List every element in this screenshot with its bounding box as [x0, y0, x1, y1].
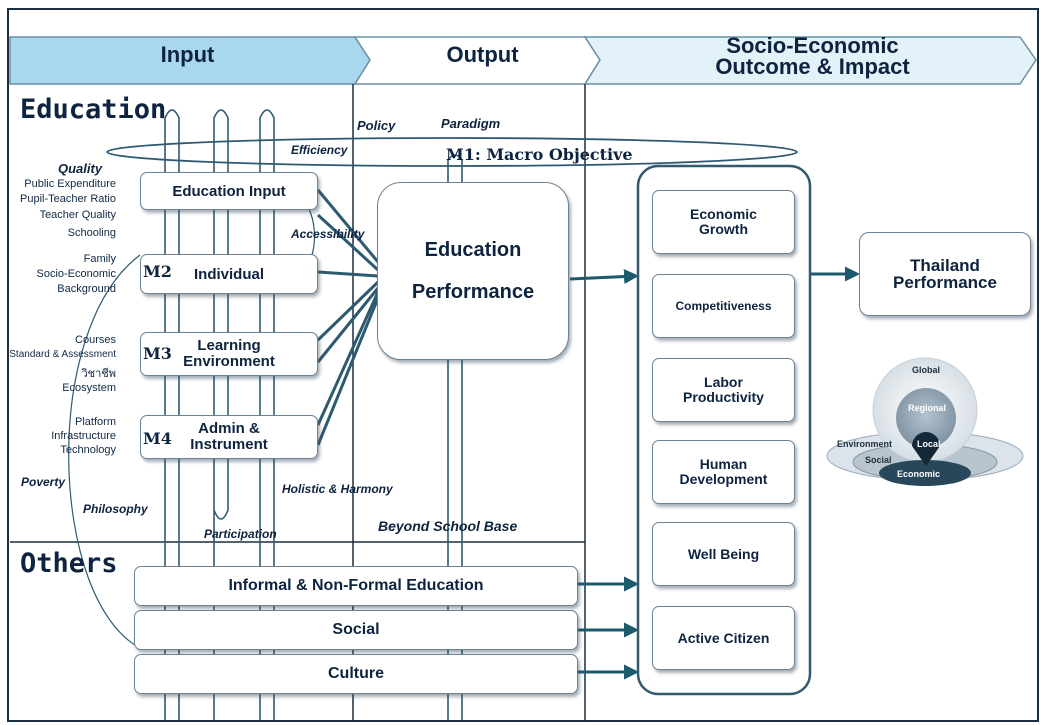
item-platform: Platform [75, 416, 116, 428]
bar-informal-education-label: Informal & Non-Formal Education [228, 577, 484, 594]
header-output: Output [446, 42, 519, 67]
header-outcome-line1: Socio-Economic [726, 33, 899, 58]
item-public-expenditure: Public Expenditure [24, 178, 116, 190]
label-policy: Policy [357, 118, 396, 133]
outcome-active-citizen-label: Active Citizen [677, 630, 770, 646]
section-others: Others [20, 548, 118, 579]
item-vichacheep: วิชาชีพ [81, 368, 116, 380]
input-connectors [316, 189, 380, 446]
macro-objective-ellipse [106, 137, 798, 167]
item-background: Background [57, 283, 116, 295]
outcome-labor-productivity-line2: Productivity [683, 389, 764, 405]
outcome-competitiveness: Competitiveness [652, 274, 795, 338]
marker-m2: M2 [143, 262, 172, 281]
bar-informal-education: Informal & Non-Formal Education [134, 566, 578, 606]
learning-environment-label-line2: Environment [183, 353, 275, 370]
outcome-active-citizen: Active Citizen [652, 606, 795, 670]
item-ecosystem: Ecosystem [62, 382, 116, 394]
bar-social-label: Social [332, 621, 380, 638]
marker-m3: M3 [143, 344, 172, 363]
label-accessibility: Accessibility [291, 227, 365, 241]
item-infrastructure: Infrastructure [51, 430, 116, 442]
outcome-labor-productivity-line1: Labor [704, 374, 743, 390]
outcome-human-development-line2: Development [679, 471, 768, 487]
label-quality: Quality [58, 161, 103, 176]
scope-environment-label: Environment [837, 439, 893, 449]
admin-instrument-box: Admin & Instrument [140, 415, 318, 459]
scope-economic-label: Economic [897, 469, 941, 479]
learning-environment-box: Learning Environment [140, 332, 318, 376]
outcome-well-being-label: Well Being [687, 546, 760, 562]
education-input-box: Education Input [140, 172, 318, 210]
thailand-performance-line1: Thailand [910, 256, 980, 275]
scope-diagram [826, 357, 1024, 486]
thailand-performance-box: Thailand Performance [859, 232, 1031, 316]
individual-label: Individual [193, 265, 264, 283]
flow-arrows [569, 266, 860, 680]
admin-instrument-label-line2: Instrument [190, 436, 268, 453]
pillar-lines [164, 109, 463, 720]
thailand-performance-line2: Performance [893, 273, 997, 292]
item-family: Family [83, 253, 116, 265]
label-paradigm: Paradigm [441, 116, 501, 131]
outcome-human-development-line1: Human [699, 456, 748, 472]
bar-culture: Culture [134, 654, 578, 694]
admin-instrument-label-line1: Admin & [198, 420, 260, 437]
item-schooling: Schooling [67, 227, 116, 239]
label-participation: Participation [204, 527, 277, 541]
item-courses: Courses [75, 334, 116, 346]
header-outcome-band [583, 36, 1037, 85]
macro-objective-label: M1: Macro Objective [446, 145, 633, 164]
outcome-labor-productivity: Labor Productivity [652, 358, 795, 422]
education-performance-line1: Education [424, 239, 522, 261]
item-technology: Technology [60, 444, 116, 456]
label-philosophy: Philosophy [83, 502, 148, 516]
education-performance-line2: Performance [411, 281, 535, 303]
outer-frame [7, 8, 1039, 722]
item-socio-economic: Socio-Economic [36, 268, 116, 280]
item-pupil-teacher-ratio: Pupil-Teacher Ratio [20, 193, 116, 205]
label-holistic: Holistic & Harmony [282, 482, 393, 496]
bar-social: Social [134, 610, 578, 650]
individual-box: Individual [140, 254, 318, 294]
outcome-economic-growth-line2: Growth [699, 221, 748, 237]
section-education: Education [20, 94, 167, 125]
education-performance-box: Education Performance [377, 182, 569, 360]
outcome-well-being: Well Being [652, 522, 795, 586]
outcome-competitiveness-label: Competitiveness [675, 299, 772, 313]
header-input: Input [160, 42, 215, 67]
item-standard-assessment: Standard & Assessment [9, 349, 116, 360]
education-input-label: Education Input [172, 182, 286, 200]
scope-global-label: Global [912, 365, 941, 375]
learning-environment-label-line1: Learning [197, 337, 261, 354]
marker-m4: M4 [143, 429, 172, 448]
outcome-economic-growth: Economic Growth [652, 190, 795, 254]
label-poverty: Poverty [21, 475, 66, 489]
item-teacher-quality: Teacher Quality [39, 209, 116, 221]
outcome-economic-growth-line1: Economic [690, 206, 757, 222]
scope-local-label: Local [917, 439, 941, 449]
scope-regional-label: Regional [908, 403, 947, 413]
label-beyond-school: Beyond School Base [378, 518, 518, 534]
scope-social-label: Social [865, 455, 892, 465]
outcome-human-development: Human Development [652, 440, 795, 504]
bar-culture-label: Culture [328, 665, 384, 682]
header-outcome-line2: Outcome & Impact [715, 54, 910, 79]
label-efficiency: Efficiency [291, 143, 348, 157]
